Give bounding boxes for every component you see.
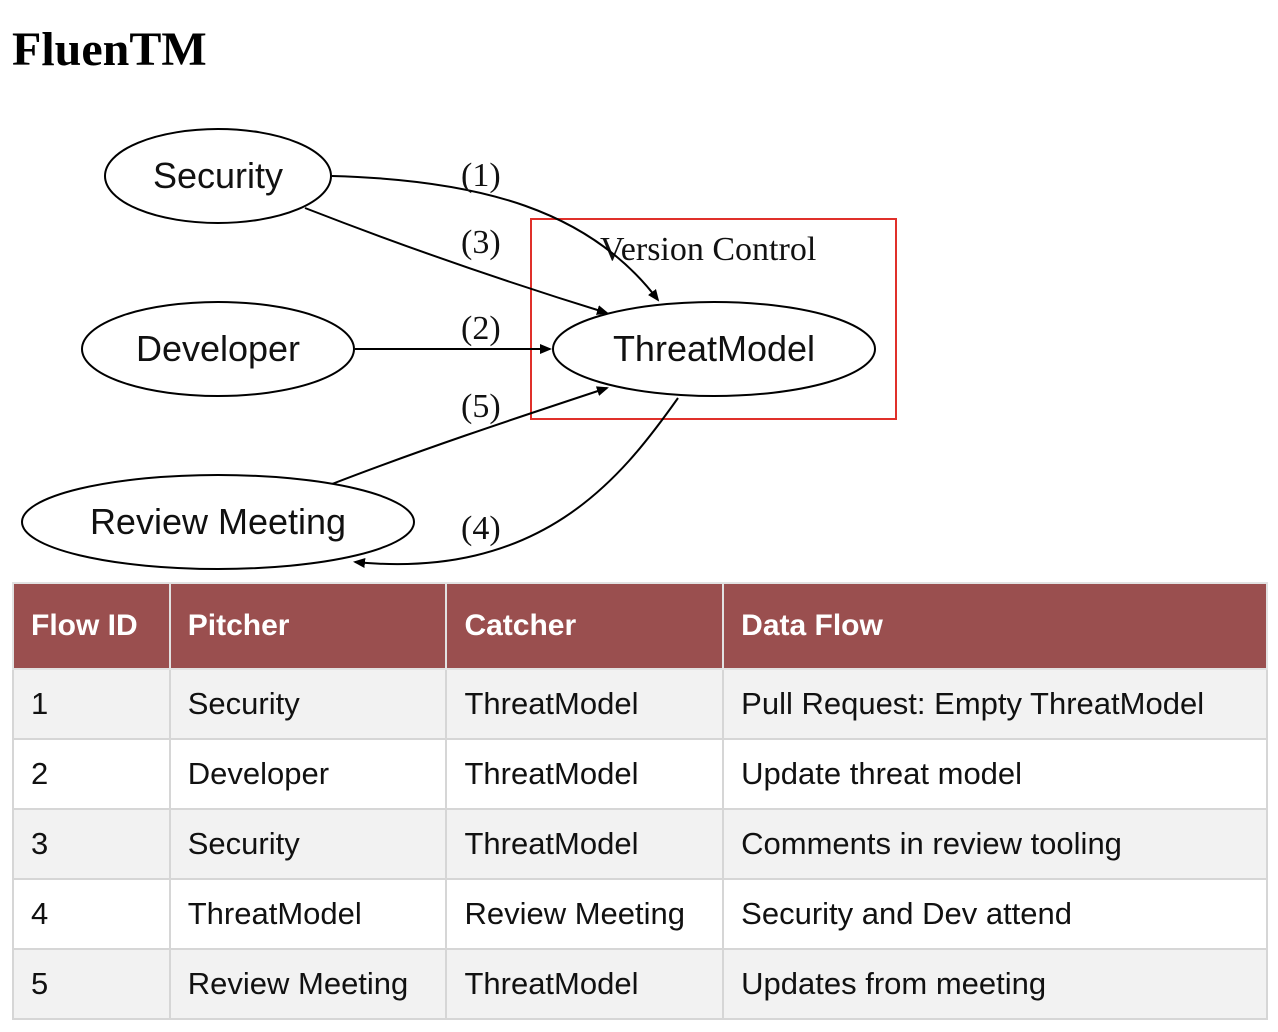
table-row: 3 Security ThreatModel Comments in revie… — [12, 808, 1268, 880]
page-title: FluenTM — [12, 23, 207, 76]
cell-catcher: Review Meeting — [445, 878, 725, 950]
table-row: 4 ThreatModel Review Meeting Security an… — [12, 878, 1268, 950]
header-pitcher: Pitcher — [168, 582, 448, 670]
edge-label-4: (4) — [461, 510, 501, 547]
cell-pitcher: ThreatModel — [168, 878, 448, 950]
edge-5 — [331, 386, 609, 485]
cell-data-flow: Pull Request: Empty ThreatModel — [722, 668, 1268, 740]
table-row: 1 Security ThreatModel Pull Request: Emp… — [12, 668, 1268, 740]
edge-4 — [353, 397, 679, 568]
cell-catcher: ThreatModel — [445, 668, 725, 740]
cell-pitcher: Developer — [168, 738, 448, 810]
cell-catcher: ThreatModel — [445, 738, 725, 810]
edge-label-1: (1) — [461, 157, 501, 194]
header-data-flow: Data Flow — [722, 582, 1268, 670]
table-row: 5 Review Meeting ThreatModel Updates fro… — [12, 948, 1268, 1020]
cell-catcher: ThreatModel — [445, 808, 725, 880]
node-security-label: Security — [153, 155, 283, 196]
table-row: 2 Developer ThreatModel Update threat mo… — [12, 738, 1268, 810]
cluster-label: Version Control — [600, 231, 816, 268]
table-header-row: Flow ID Pitcher Catcher Data Flow — [12, 582, 1268, 670]
node-developer — [81, 301, 355, 397]
edge-1 — [331, 175, 660, 302]
node-review-meeting — [21, 474, 415, 570]
cell-flow-id: 1 — [12, 668, 171, 740]
cell-pitcher: Review Meeting — [168, 948, 448, 1020]
cell-catcher: ThreatModel — [445, 948, 725, 1020]
cell-pitcher: Security — [168, 808, 448, 880]
cell-data-flow: Security and Dev attend — [722, 878, 1268, 950]
cell-data-flow: Update threat model — [722, 738, 1268, 810]
data-flow-table: Flow ID Pitcher Catcher Data Flow 1 Secu… — [12, 582, 1268, 1020]
node-threat-model-label: ThreatModel — [613, 328, 815, 369]
header-catcher: Catcher — [445, 582, 725, 670]
node-developer-label: Developer — [136, 328, 300, 369]
data-flow-diagram: Version Control (1) (3) (2) (5) (4) Secu… — [21, 128, 897, 570]
cell-flow-id: 5 — [12, 948, 171, 1020]
node-review-meeting-label: Review Meeting — [90, 501, 346, 542]
edge-3 — [304, 207, 609, 315]
node-threat-model — [552, 301, 876, 397]
cell-data-flow: Updates from meeting — [722, 948, 1268, 1020]
edge-label-3: (3) — [461, 224, 501, 261]
edge-label-2: (2) — [461, 310, 501, 347]
cell-flow-id: 4 — [12, 878, 171, 950]
edge-label-5: (5) — [461, 388, 501, 425]
cell-flow-id: 2 — [12, 738, 171, 810]
cell-pitcher: Security — [168, 668, 448, 740]
cell-flow-id: 3 — [12, 808, 171, 880]
header-flow-id: Flow ID — [12, 582, 171, 670]
version-control-cluster — [530, 218, 897, 420]
node-security — [104, 128, 332, 224]
cell-data-flow: Comments in review tooling — [722, 808, 1268, 880]
